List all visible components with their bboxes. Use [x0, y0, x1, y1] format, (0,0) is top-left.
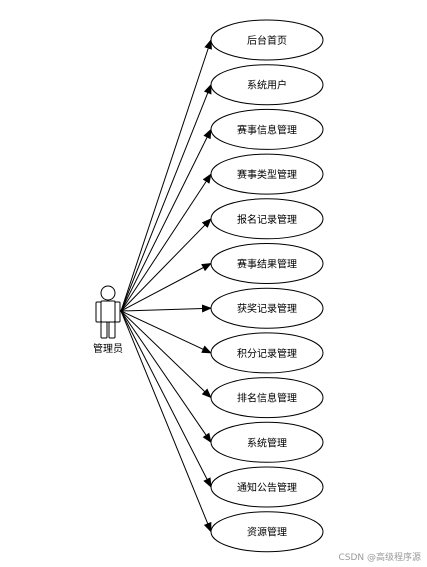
- use-case-label: 系统管理: [247, 436, 287, 449]
- association-line: [120, 128, 212, 312]
- association-line: [120, 263, 212, 312]
- use-case-ellipse: [210, 287, 324, 329]
- use-case-ellipse: [210, 511, 324, 553]
- use-case: 赛事结果管理: [210, 243, 324, 284]
- use-case-label: 赛事结果管理: [237, 258, 297, 271]
- association-line: [120, 310, 212, 399]
- use-case: 报名记录管理: [210, 198, 324, 240]
- actor-label: 管理员: [93, 342, 123, 355]
- use-case: 通知公告管理: [210, 466, 324, 508]
- association-line: [120, 310, 212, 444]
- use-case-ellipse: [210, 198, 324, 240]
- use-case: 后台首页: [210, 19, 324, 61]
- use-case-label: 积分记录管理: [237, 347, 297, 360]
- association-line: [120, 310, 212, 354]
- use-case-label: 后台首页: [247, 34, 287, 47]
- association-line: [120, 304, 212, 313]
- use-case: 系统管理: [210, 421, 324, 463]
- use-case-list: 后台首页系统用户赛事信息管理赛事类型管理报名记录管理赛事结果管理获奖记录管理积分…: [210, 19, 324, 553]
- use-case-label: 赛事信息管理: [237, 123, 297, 136]
- use-case-ellipse: [210, 466, 324, 508]
- use-case-label: 排名信息管理: [237, 392, 297, 405]
- use-case: 赛事类型管理: [210, 153, 324, 195]
- association-line: [120, 173, 212, 312]
- association-line: [120, 310, 212, 533]
- use-case-label: 赛事类型管理: [237, 168, 297, 181]
- use-case-ellipse: [210, 108, 324, 150]
- use-case: 系统用户: [210, 64, 324, 106]
- use-case-label: 资源管理: [247, 526, 287, 539]
- actor: 管理员: [93, 285, 123, 355]
- use-case-ellipse: [210, 377, 324, 419]
- use-case: 排名信息管理: [210, 377, 324, 419]
- use-case-label: 通知公告管理: [237, 481, 297, 494]
- use-case-ellipse: [210, 19, 324, 61]
- use-case: 获奖记录管理: [210, 287, 324, 329]
- association-line: [120, 83, 212, 312]
- use-case-ellipse: [210, 153, 324, 195]
- association-lines: [120, 39, 212, 533]
- use-case-label: 报名记录管理: [237, 213, 297, 226]
- association-line: [120, 39, 212, 312]
- use-case-ellipse: [210, 64, 324, 106]
- use-case-label: 获奖记录管理: [237, 302, 297, 315]
- watermark: CSDN @高级程序源: [338, 553, 421, 563]
- person-icon: [95, 285, 121, 339]
- association-line: [120, 218, 212, 312]
- use-case: 积分记录管理: [210, 332, 324, 374]
- use-case-ellipse: [210, 421, 324, 463]
- association-line: [120, 310, 212, 488]
- use-case: 赛事信息管理: [210, 108, 324, 150]
- use-case: 资源管理: [210, 511, 324, 553]
- use-case-ellipse: [210, 332, 324, 374]
- use-case-ellipse: [210, 243, 324, 284]
- use-case-label: 系统用户: [247, 79, 287, 92]
